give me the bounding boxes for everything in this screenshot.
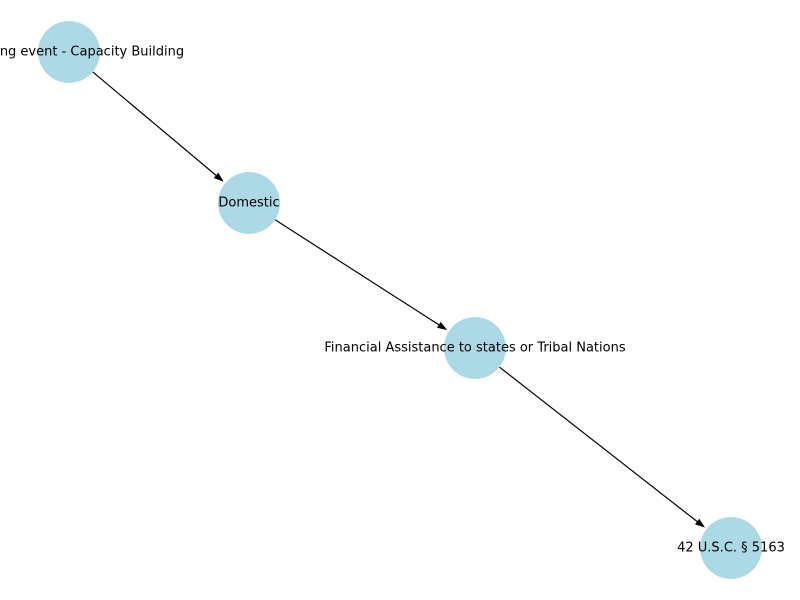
node-circle: [444, 317, 506, 379]
edge-n0-n1: [92, 71, 224, 182]
node-circle: [218, 172, 280, 234]
arrowhead: [436, 321, 448, 331]
node-label: Recurring event - Capacity Building: [0, 45, 184, 60]
node-financial-assistance: Financial Assistance to states or Tribal…: [324, 317, 626, 379]
nodes-layer: Recurring event - Capacity Building Dome…: [0, 21, 785, 579]
edge-n2-n3: [499, 366, 705, 528]
node-label: 42 U.S.C. § 5163: [677, 541, 785, 556]
edge-line: [92, 71, 217, 176]
node-domestic: Domestic: [218, 172, 280, 234]
node-capacity-building: Recurring event - Capacity Building: [0, 21, 184, 83]
node-label: Domestic: [218, 196, 279, 211]
node-circle: [700, 517, 762, 579]
edges-layer: [92, 71, 705, 528]
arrowhead: [213, 172, 224, 182]
node-circle: [38, 21, 100, 83]
edge-n1-n2: [274, 219, 448, 331]
node-usc-citation: 42 U.S.C. § 5163: [677, 517, 785, 579]
edge-line: [499, 366, 698, 523]
arrowhead: [694, 518, 705, 528]
edge-line: [274, 219, 440, 326]
node-label: Financial Assistance to states or Tribal…: [324, 341, 625, 356]
